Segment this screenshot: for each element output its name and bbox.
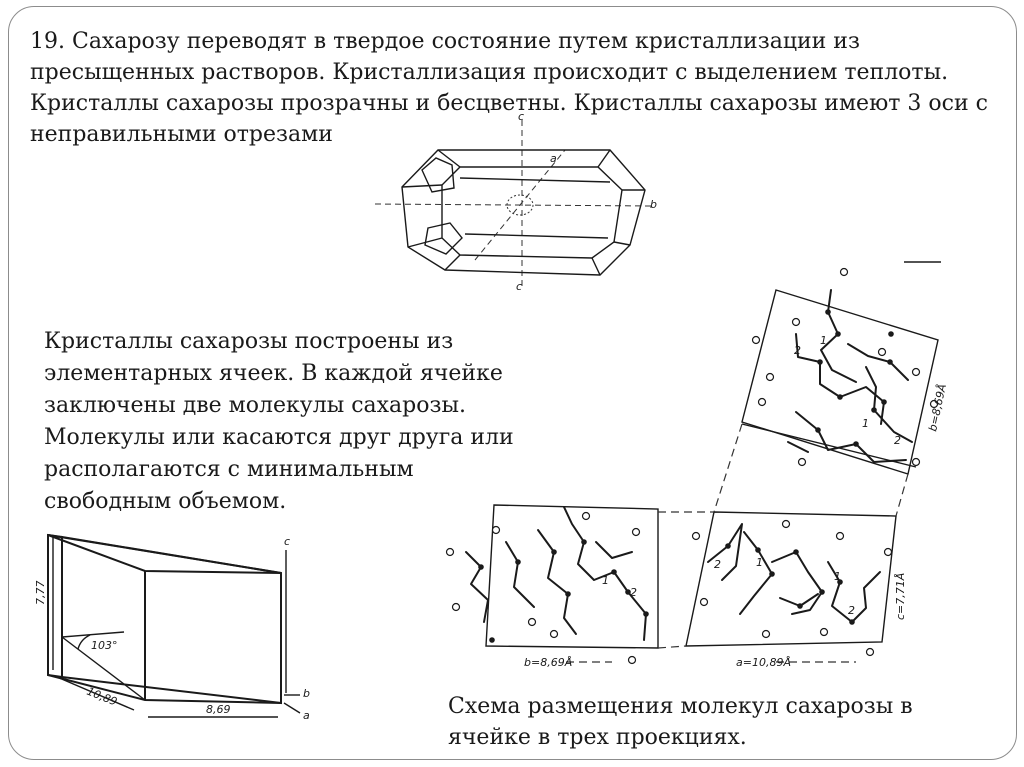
top-cell-mol-2b-label: 2 [894,434,901,447]
axis-a-label: a [550,152,557,165]
scheme-caption: Схема размещения молекул сахарозы в ячей… [448,694,913,750]
left-cell-b-label: b=8,69Å [524,656,572,669]
top-cell-mol-1b-label: 1 [862,417,869,430]
left-cell-mol-2-label: 2 [630,586,637,599]
cell-angle-label: 103° [91,639,118,652]
cell-height-label: 7,77 [34,581,47,606]
unit-cell-diagram: 7,77 103° 10,89 8,69 c b a [34,533,310,722]
molecule-projection-scheme: 2 1 1 2 b=8,69Å 1 2 b=8,69Å 2 1 1 2 a=10… [445,261,949,669]
axis-c-top-label: c [518,110,524,123]
top-cell-mol-2-label: 2 [794,344,801,357]
top-cell-mol-1-label: 1 [820,334,827,347]
slide-frame [8,6,1017,760]
cell-width-label: 8,69 [206,703,231,716]
crystal-shape-diagram: c a b c [374,110,657,293]
right-cell-mol-1b-label: 1 [834,570,841,583]
cell-axis-c-label: c [284,535,290,548]
right-cell-mol-1-label: 1 [756,556,763,569]
unit-cell-paragraph: Кристаллы сахарозы построены из элемента… [44,329,514,514]
intro-paragraph: 19. Сахарозу переводят в твердое состоян… [30,29,988,147]
right-cell-mol-2-label: 2 [714,558,721,571]
cell-axis-b-label: b [303,687,310,700]
right-cell-mol-2b-label: 2 [848,604,855,617]
axis-b-label: b [650,198,657,211]
right-cell-a-label: a=10,89Å [736,656,791,669]
axis-c-bottom-label: c [516,280,522,293]
left-cell-mol-1-label: 1 [602,574,609,587]
right-cell-c-label: c=7,71Å [894,573,907,620]
top-cell-b-label: b=8,69Å [926,383,949,433]
cell-axis-a-label: a [303,709,310,722]
